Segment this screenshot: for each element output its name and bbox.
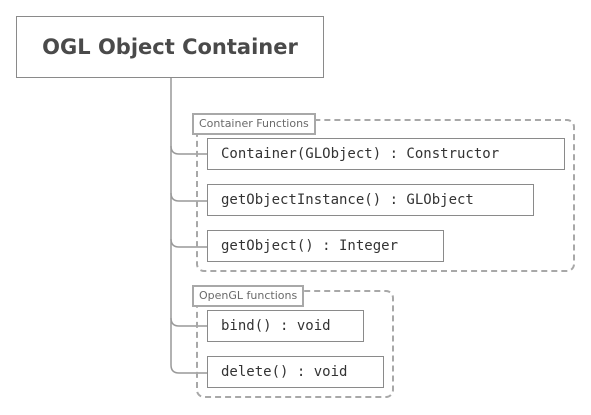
branch-line bbox=[170, 317, 207, 327]
branch-line bbox=[170, 238, 207, 248]
trunk-line bbox=[170, 78, 207, 374]
function-node-get-object-instance: getObjectInstance() : GLObject bbox=[207, 184, 534, 216]
function-node-get-object: getObject() : Integer bbox=[207, 230, 444, 262]
container-functions-group bbox=[196, 119, 575, 272]
branch-line bbox=[170, 145, 207, 155]
group-label-container-functions: Container Functions bbox=[192, 113, 316, 135]
root-title: OGL Object Container bbox=[42, 35, 298, 59]
branch-line bbox=[170, 192, 207, 202]
group-label-opengl-functions: OpenGL functions bbox=[192, 285, 305, 307]
function-node-bind: bind() : void bbox=[207, 310, 364, 342]
function-node-delete: delete() : void bbox=[207, 356, 384, 388]
function-node-container-constructor: Container(GLObject) : Constructor bbox=[207, 138, 565, 170]
root-node: OGL Object Container bbox=[16, 16, 324, 78]
